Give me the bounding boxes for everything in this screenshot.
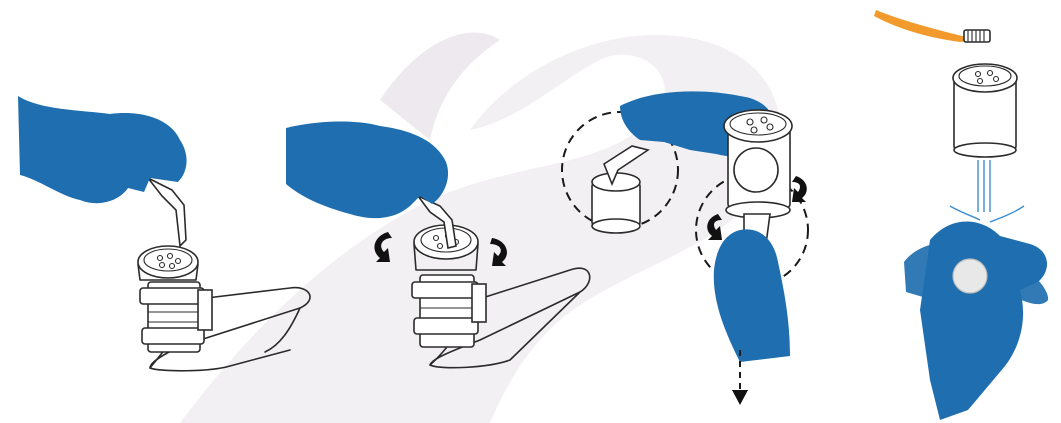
water-stream (950, 160, 1024, 222)
cleaning-brush-icon (874, 10, 990, 42)
drain-fitting-1 (140, 282, 212, 352)
detached-cap-3 (592, 173, 640, 233)
large-strainer-cylinder (724, 110, 792, 218)
removal-tool-1 (148, 178, 186, 246)
float-ball-4 (953, 259, 987, 293)
step-4-clean (874, 10, 1048, 420)
pull-down-arrow-icon (732, 390, 748, 405)
rotate-right-arrow-icon-3 (792, 176, 807, 202)
strainer-cylinder-4 (953, 64, 1017, 157)
background-watermark (180, 33, 780, 423)
float-ball-3 (734, 148, 778, 192)
strainer-cap-1 (138, 246, 198, 280)
gloved-hand-3b (714, 229, 790, 362)
